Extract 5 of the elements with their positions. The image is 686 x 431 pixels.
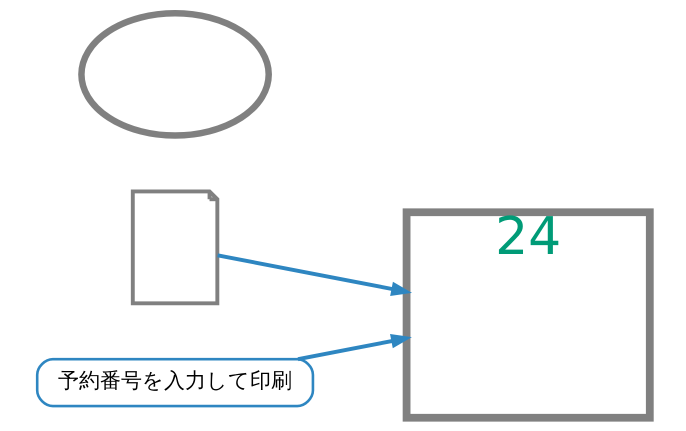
arrow [216,253,412,296]
arrow [297,334,412,362]
node-box: 24 [402,208,654,422]
node-cloud [78,10,272,139]
node-box: 予約番号を入力して印刷 [35,358,314,408]
